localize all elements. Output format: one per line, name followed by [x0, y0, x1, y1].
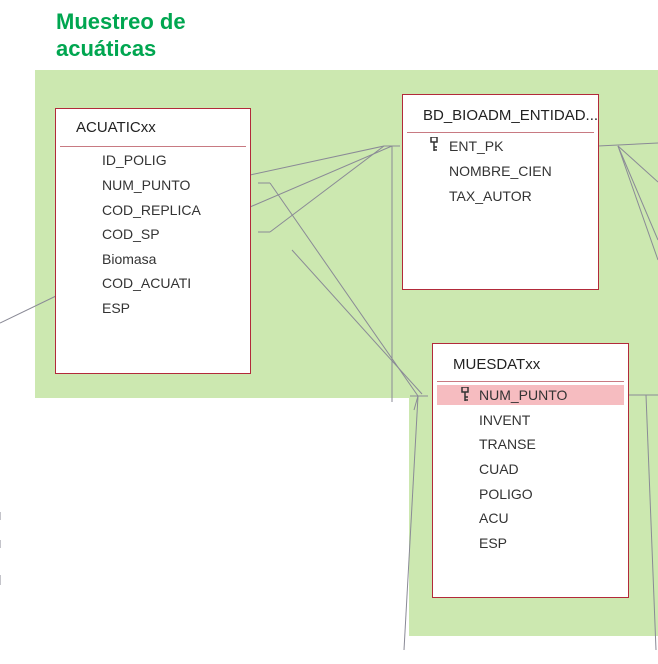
field-poligo[interactable]: POLIGO	[479, 486, 533, 502]
field-esp[interactable]: ESP	[102, 300, 131, 316]
relation-line	[617, 145, 658, 241]
relation-line	[291, 249, 423, 395]
field-muesdat-num-punto[interactable]: NUM_PUNTO	[479, 387, 568, 403]
title-line-1: Muestreo de	[56, 9, 186, 34]
table-muesdat-title: MUESDATxx	[437, 344, 624, 382]
field-id-polig[interactable]: ID_POLIG	[102, 152, 167, 168]
field-transe[interactable]: TRANSE	[479, 436, 536, 452]
relation-line	[269, 182, 419, 397]
relation-line	[617, 145, 658, 261]
field-num-punto-key-highlight	[437, 385, 624, 405]
field-acu[interactable]: ACU	[479, 510, 509, 526]
table-bioadm[interactable]: BD_BIOADM_ENTIDAD...	[402, 94, 599, 290]
title-line-2: acuáticas	[56, 36, 157, 61]
relation-line	[249, 145, 393, 208]
table-bioadm-title: BD_BIOADM_ENTIDAD...	[407, 95, 598, 133]
key-icon	[430, 137, 438, 151]
field-biomasa[interactable]: Biomasa	[102, 251, 157, 267]
field-invent[interactable]: INVENT	[479, 412, 531, 428]
field-cod-acuati[interactable]: COD_ACUATI	[102, 275, 192, 291]
diagram-title: Muestreo de acuáticas	[56, 8, 186, 62]
field-num-punto[interactable]: NUM_PUNTO	[102, 177, 191, 193]
relation-line	[413, 395, 419, 411]
relation-line	[597, 142, 658, 147]
table-muesdat[interactable]: MUESDATxx	[432, 343, 629, 598]
key-icon	[461, 387, 469, 401]
field-cod-sp[interactable]: COD_SP	[102, 226, 160, 242]
relation-line	[269, 145, 385, 233]
field-nombre-cien[interactable]: NOMBRE_CIEN	[449, 163, 552, 179]
table-acuatic[interactable]: ACUATICxx	[55, 108, 251, 374]
field-cuad[interactable]: CUAD	[479, 461, 519, 477]
field-tax-autor[interactable]: TAX_AUTOR	[449, 188, 532, 204]
relation-line	[617, 145, 658, 183]
field-muesdat-esp[interactable]: ESP	[479, 535, 508, 551]
field-ent-pk[interactable]: ENT_PK	[449, 138, 504, 154]
relation-line	[249, 145, 385, 176]
relation-line	[645, 394, 657, 651]
table-acuatic-title: ACUATICxx	[60, 109, 246, 147]
relation-line	[0, 295, 57, 324]
relation-line	[403, 395, 419, 651]
field-cod-replica[interactable]: COD_REPLICA	[102, 202, 201, 218]
